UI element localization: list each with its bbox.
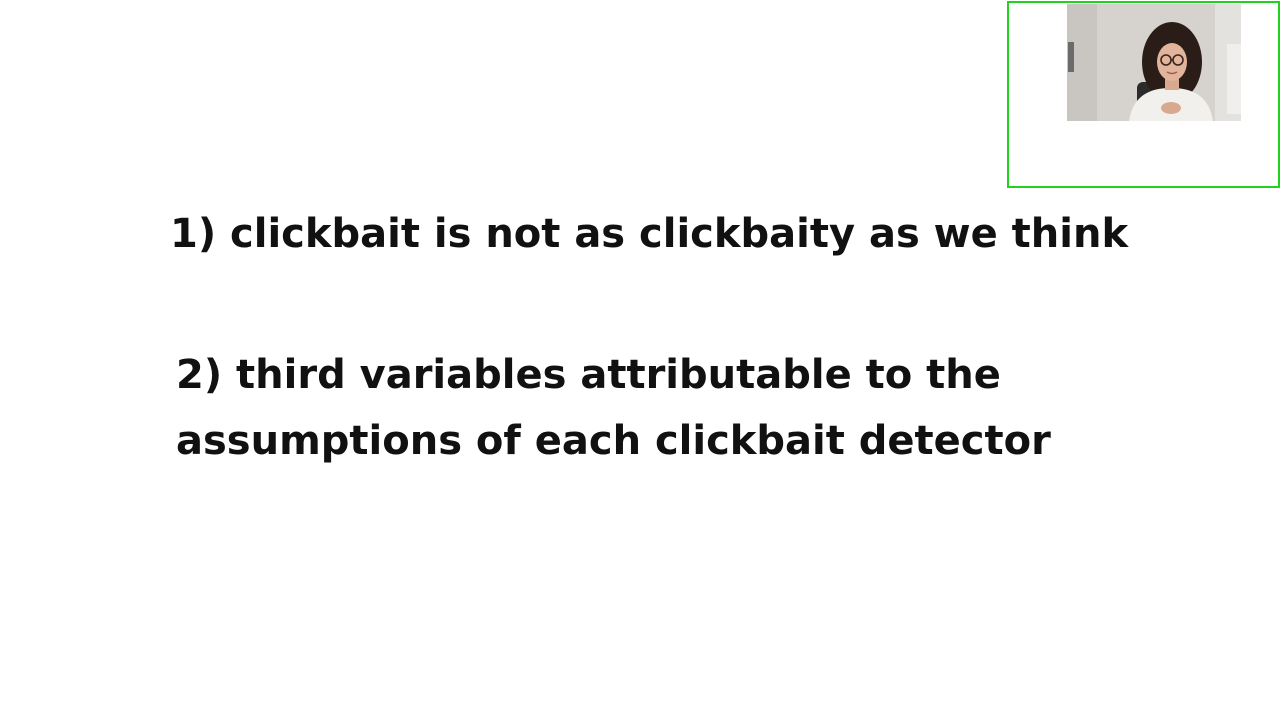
presenter-figure	[1067, 4, 1241, 121]
slide-point-1: 1) clickbait is not as clickbaity as we …	[170, 201, 1128, 267]
slide-point-2: 2) third variables attributable to the a…	[176, 342, 1051, 474]
presenter-video	[1067, 4, 1241, 121]
slide-point-1-line-1: 1) clickbait is not as clickbaity as we …	[170, 211, 1129, 257]
slide-point-2-line-2: assumptions of each clickbait detector	[176, 418, 1051, 464]
slide-point-2-line-1: 2) third variables attributable to the	[176, 352, 1001, 398]
webcam-overlay	[1007, 1, 1280, 188]
